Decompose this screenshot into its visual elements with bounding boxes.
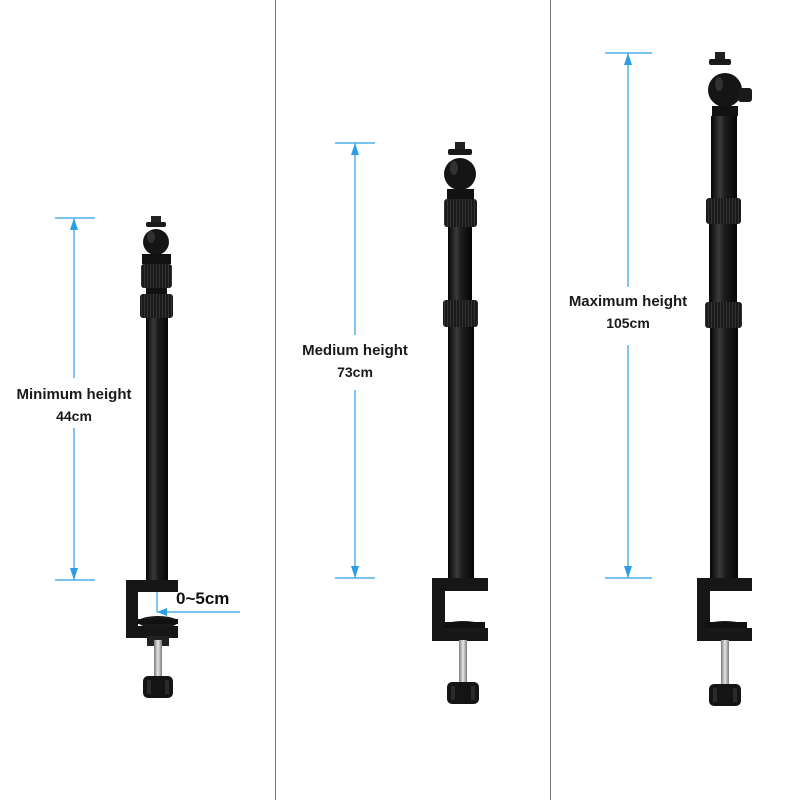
minimum-height-title: Minimum height <box>16 386 132 403</box>
dimension-line-minimum <box>55 217 95 581</box>
dimension-line-medium <box>335 142 375 579</box>
light-stand-minimum <box>126 216 178 698</box>
clamp-range-label: 0~5cm <box>176 589 230 608</box>
maximum-height-title: Maximum height <box>568 293 688 310</box>
minimum-height-label: Minimum height 44cm <box>8 384 140 426</box>
panel-divider-1 <box>275 0 276 800</box>
panel-divider-2 <box>550 0 551 800</box>
medium-height-title: Medium height <box>302 342 408 359</box>
clamp-gap-indicator <box>156 590 240 616</box>
maximum-height-label: Maximum height 105cm <box>558 291 698 333</box>
medium-height-value: 73cm <box>337 364 373 380</box>
minimum-height-value: 44cm <box>56 408 92 424</box>
maximum-height-value: 105cm <box>606 315 650 331</box>
medium-height-label: Medium height 73cm <box>288 340 422 382</box>
light-stand-medium <box>432 142 488 704</box>
dimension-line-maximum <box>605 52 652 579</box>
light-stand-maximum <box>697 52 752 706</box>
